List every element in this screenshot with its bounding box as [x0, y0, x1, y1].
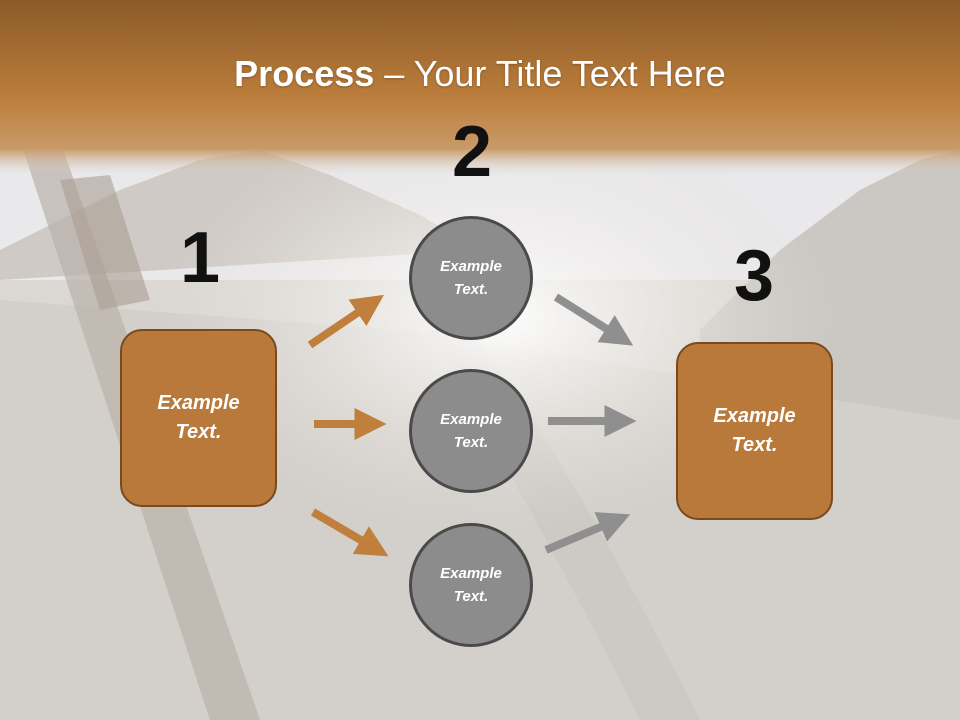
right-process-box: Example Text. — [676, 342, 833, 520]
left-process-box: Example Text. — [120, 329, 277, 507]
circle-top-text: Example Text. — [440, 258, 502, 298]
title-rest: – Your Title Text Here — [374, 53, 726, 94]
arrow-from-bottom-circle — [544, 512, 631, 554]
circle-middle: Example Text. — [409, 369, 533, 493]
circle-top: Example Text. — [409, 216, 533, 340]
right-box-text: Example Text. — [713, 405, 796, 456]
step-number-1: 1 — [179, 218, 221, 298]
step-number-3: 3 — [733, 236, 775, 316]
arrow-to-bottom-circle — [310, 508, 389, 557]
circle-bottom-text: Example Text. — [440, 565, 502, 605]
circle-bottom: Example Text. — [409, 523, 533, 647]
slide-title: Process – Your Title Text Here — [0, 52, 960, 96]
circle-middle-text: Example Text. — [440, 411, 502, 451]
arrow-from-top-circle — [553, 293, 634, 346]
title-bold: Process — [234, 53, 375, 94]
step-number-2: 2 — [451, 112, 493, 192]
left-box-text: Example Text. — [157, 392, 240, 443]
arrow-to-top-circle — [307, 294, 384, 349]
